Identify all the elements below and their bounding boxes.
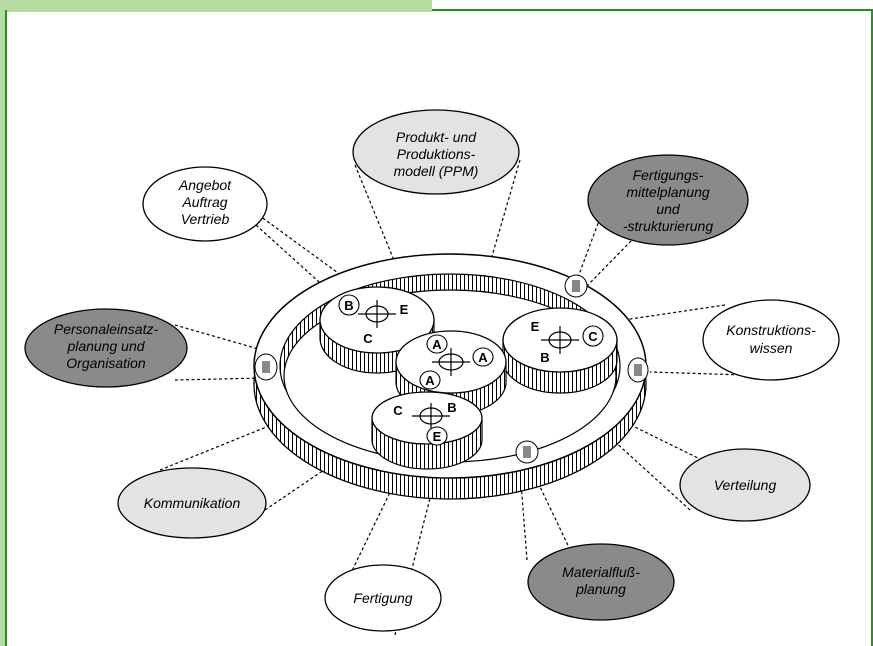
gear-label: B [447,400,456,415]
bubble-text: Auftrag [181,194,227,210]
bubble-text: Kommunikation [144,495,241,511]
top-frame-line [432,9,873,11]
bubble-materialfluss: Materialfluß- planung [527,543,675,621]
bubble-text: Konstruktions- [726,322,816,338]
right-gear: E C B [502,307,618,394]
bubble-text: Materialfluß- [562,564,640,580]
gear-label: E [400,302,409,317]
gear-label: B [540,350,549,365]
left-frame-line [5,10,7,646]
bubble-text: modell (PPM) [394,163,479,179]
bubble-verteilung: Verteilung [679,448,811,522]
gear-label: B [344,298,353,313]
bubble-text: mittelplanung [626,184,709,200]
bubble-text: Fertigung [353,590,412,606]
gear-label: E [433,429,442,444]
bubble-text: Personaleinsatz- [54,321,159,337]
bubble-text: Fertigungs- [633,167,704,183]
bubble-text: und [656,201,681,217]
gear-label: C [363,331,373,346]
bubble-text: Produktions- [397,146,476,162]
bubble-text: Vertrieb [181,211,230,227]
bubble-fertigungsmittel: Fertigungs- mittelplanung und -strukturi… [587,154,749,246]
right-frame-line [871,10,873,646]
bubble-ppm: Produkt- und Produktions- modell (PPM) [352,109,520,195]
bubble-text: Verteilung [714,477,777,493]
top-frame-strip [0,0,432,12]
gear-label: C [588,329,598,344]
bubble-text: Angebot [178,177,232,193]
bubble-fertigung: Fertigung [324,564,442,632]
bubble-text: planung und [66,338,145,354]
gear-label: A [432,337,442,352]
bubble-text: Organisation [66,355,146,371]
gear-label: C [393,403,403,418]
bubble-konstruktion: Konstruktions- wissen [702,299,840,381]
bottom-gear: C B E [371,391,483,470]
bubble-angebot: Angebot Auftrag Vertrieb [142,166,268,242]
left-frame-strip [0,0,5,646]
bubble-text: planung [575,581,626,597]
bubble-text: wissen [750,340,793,356]
bubble-text: Produkt- und [396,129,477,145]
marker-right [627,357,649,383]
gear-label: A [425,373,435,388]
marker-bottom [515,440,539,464]
marker-top-right [564,274,588,298]
bubble-personal: Personaleinsatz- planung und Organisatio… [24,308,188,388]
bubble-kommunikation: Kommunikation [117,467,267,539]
marker-left [254,353,278,381]
bubble-text: -strukturierung [623,218,713,234]
ring-markers [254,274,649,464]
gear-label: E [531,319,540,334]
gear-label: A [478,350,488,365]
